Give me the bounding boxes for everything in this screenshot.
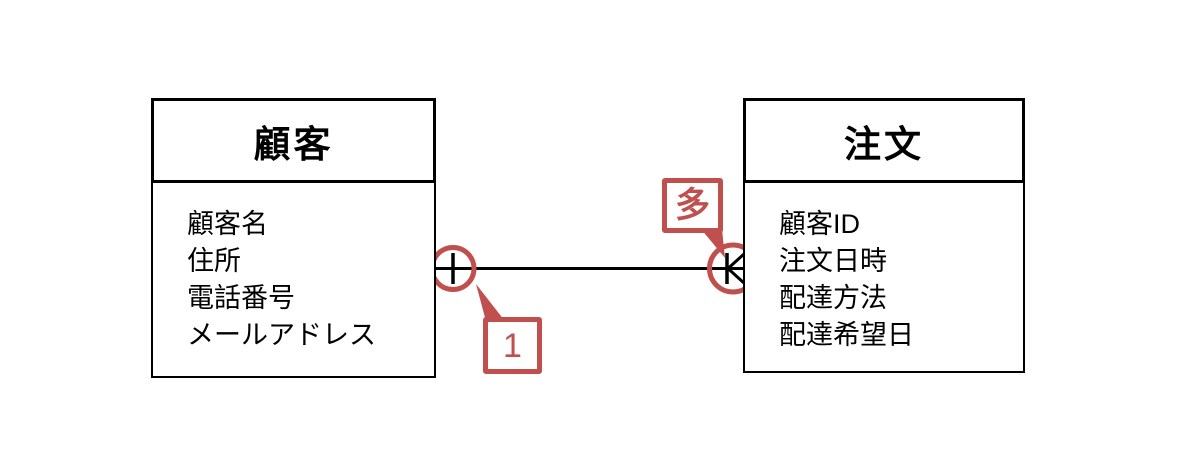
entity-order: 注文 顧客ID 注文日時 配達方法 配達希望日 (743, 98, 1025, 373)
attribute-item: 顧客名 (187, 209, 268, 239)
callout-one-tail (476, 284, 508, 325)
attribute-item: 配達方法 (779, 283, 887, 313)
entity-order-title: 注文 (844, 123, 924, 165)
attribute-item: メールアドレス (187, 320, 376, 350)
attribute-item: 住所 (187, 246, 241, 276)
attribute-item: 配達希望日 (779, 320, 914, 350)
callout-one-label: 1 (503, 326, 522, 365)
attribute-item: 顧客ID (779, 209, 860, 239)
entity-customer-header: 顧客 (151, 98, 436, 183)
entity-order-attributes: 顧客ID 注文日時 配達方法 配達希望日 (743, 183, 1025, 373)
callout-many-label: 多 (674, 186, 710, 225)
attribute-item: 電話番号 (187, 283, 295, 313)
entity-order-header: 注文 (743, 98, 1025, 183)
entity-customer-title: 顧客 (253, 123, 334, 165)
crow-foot-lower-prong-icon (726, 267, 746, 285)
callout-one: 1 (483, 317, 542, 374)
callout-many: 多 (662, 178, 723, 233)
crow-foot-upper-prong-icon (726, 252, 746, 270)
entity-customer-attributes: 顧客名 住所 電話番号 メールアドレス (151, 183, 436, 378)
attribute-item: 注文日時 (779, 246, 887, 276)
entity-customer: 顧客 顧客名 住所 電話番号 メールアドレス (151, 98, 436, 378)
